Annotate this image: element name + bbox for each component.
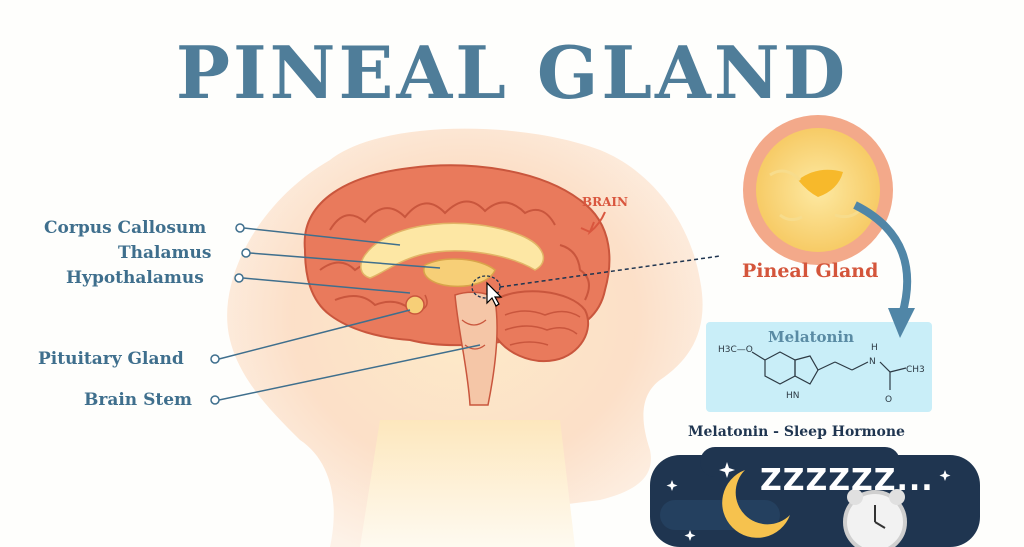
curved-arrow-icon xyxy=(853,201,915,338)
page-title: PINEAL GLAND xyxy=(175,30,849,115)
formula-n: N xyxy=(869,357,876,367)
brain-arrow-icon xyxy=(580,211,606,236)
label-pituitary-gland: Pituitary Gland xyxy=(38,349,184,369)
label-corpus-callosum: Corpus Callosum xyxy=(44,218,207,238)
melatonin-title: Melatonin xyxy=(768,328,855,346)
pineal-gland-label: Pineal Gland xyxy=(742,260,879,282)
label-brain-stem: Brain Stem xyxy=(84,390,193,410)
melatonin-formula-labels: H3C—O HN H N CH3 O xyxy=(718,343,925,405)
sleep-panel xyxy=(650,447,980,547)
moon-icon xyxy=(722,470,790,538)
formula-nh: HN xyxy=(786,391,800,401)
mouse-cursor-icon xyxy=(486,281,503,307)
alarm-clock-icon xyxy=(843,489,907,547)
star-icon xyxy=(666,462,951,541)
sleep-caption: Melatonin - Sleep Hormone xyxy=(688,424,905,440)
brain-illustration xyxy=(303,164,611,406)
brain-tag: BRAIN xyxy=(582,195,629,209)
label-thalamus: Thalamus xyxy=(118,243,212,263)
pineal-gland-zoom xyxy=(743,115,893,265)
formula-o: O xyxy=(885,395,892,405)
melatonin-molecule xyxy=(751,351,907,390)
formula-h: H xyxy=(871,343,878,353)
melatonin-box xyxy=(706,322,932,412)
label-dots xyxy=(210,223,251,405)
formula-methoxy: H3C—O xyxy=(718,345,753,355)
sleep-text: ZZZZZZ... xyxy=(760,463,934,498)
label-hypothalamus: Hypothalamus xyxy=(66,268,204,288)
leader-lines xyxy=(218,227,721,401)
formula-ch3: CH3 xyxy=(906,365,925,375)
